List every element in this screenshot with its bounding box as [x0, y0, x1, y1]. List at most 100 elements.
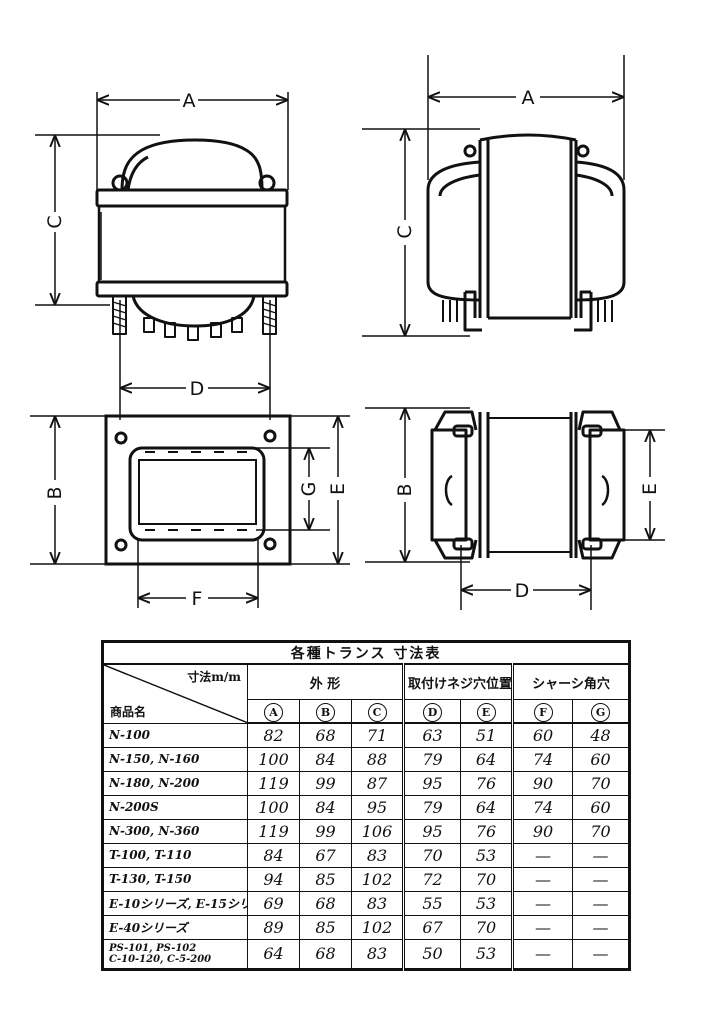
value-cell-a: 82: [247, 722, 300, 748]
value-cell-e: 53: [460, 890, 513, 916]
bottom-view-dimensions: [30, 415, 350, 608]
col-a-header: A: [247, 699, 300, 724]
value-cell-g: 60: [571, 746, 631, 772]
product-name-cell: N-180, N-200: [102, 770, 248, 796]
bottom-dim-b-label: B: [44, 486, 66, 499]
value-cell-c: 83: [351, 938, 404, 970]
value-cell-d: 95: [402, 770, 461, 796]
bottom-view: [104, 414, 292, 566]
product-name-cell: E-10シリーズ, E-15シリーズ: [102, 890, 248, 916]
value-cell-c: 83: [351, 890, 404, 916]
table-product-label: 商品名: [110, 704, 147, 719]
value-cell-d: 79: [402, 746, 461, 772]
group-mount-holes: 取付けネジ穴位置: [402, 663, 513, 700]
value-cell-d: 70: [402, 842, 461, 868]
value-cell-g: —: [571, 842, 631, 868]
value-cell-e: 70: [460, 914, 513, 940]
value-cell-b: 67: [299, 842, 352, 868]
value-cell-b: 68: [299, 722, 352, 748]
value-cell-e: 70: [460, 866, 513, 892]
value-cell-a: 64: [247, 938, 300, 970]
col-d-header: D: [402, 699, 461, 724]
value-cell-b: 99: [299, 770, 352, 796]
value-cell-f: —: [511, 914, 573, 940]
value-cell-f: —: [511, 866, 573, 892]
value-cell-f: 74: [511, 794, 573, 820]
bottom-dim-g-label: G: [298, 482, 320, 497]
value-cell-g: 70: [571, 818, 631, 844]
product-name-cell: T-100, T-110: [102, 842, 248, 868]
side-dim-a-label: A: [522, 87, 535, 109]
table-corner-header: 寸法m/m 商品名: [102, 663, 248, 724]
value-cell-c: 87: [351, 770, 404, 796]
value-cell-g: —: [571, 890, 631, 916]
value-cell-e: 53: [460, 842, 513, 868]
col-g-header: G: [571, 699, 631, 724]
value-cell-d: 72: [402, 866, 461, 892]
value-cell-e: 53: [460, 938, 513, 970]
group-outer-shape: 外 形: [247, 663, 404, 700]
value-cell-c: 83: [351, 842, 404, 868]
side-view-dimensions: [362, 55, 625, 337]
value-cell-c: 95: [351, 794, 404, 820]
col-f-header: F: [511, 699, 573, 724]
product-name-cell: E-40シリーズ: [102, 914, 248, 940]
bottom-dim-e-label: E: [327, 483, 349, 495]
product-name-cell: T-130, T-150: [102, 866, 248, 892]
value-cell-g: 48: [571, 722, 631, 748]
value-cell-c: 71: [351, 722, 404, 748]
value-cell-b: 84: [299, 794, 352, 820]
front-view: [95, 138, 289, 341]
product-name-line1: PS-101, PS-102: [109, 942, 197, 954]
value-cell-e: 64: [460, 746, 513, 772]
value-cell-f: —: [511, 938, 573, 970]
value-cell-d: 79: [402, 794, 461, 820]
side-view: [426, 133, 626, 332]
side-bottom-view-dimensions: [365, 407, 665, 610]
value-cell-e: 76: [460, 770, 513, 796]
value-cell-g: —: [571, 938, 631, 970]
dimension-table: 各種トランス 寸法表 寸法m/m 商品名 外 形 取付けネジ穴位置 シャーシ角穴…: [101, 640, 632, 971]
value-cell-f: —: [511, 890, 573, 916]
col-b-header: B: [299, 699, 352, 724]
side-bottom-dim-d-label: D: [515, 580, 530, 602]
group-chassis-hole: シャーシ角穴: [510, 663, 631, 700]
value-cell-f: 60: [511, 722, 573, 748]
value-cell-d: 55: [402, 890, 461, 916]
value-cell-b: 84: [299, 746, 352, 772]
front-dim-d-label: D: [190, 378, 205, 400]
value-cell-f: —: [511, 842, 573, 868]
value-cell-b: 99: [299, 818, 352, 844]
product-name-line2: C-10-120, C-5-200: [109, 953, 212, 965]
front-dim-a-label: A: [183, 90, 196, 112]
value-cell-a: 84: [247, 842, 300, 868]
value-cell-a: 69: [247, 890, 300, 916]
value-cell-b: 68: [299, 890, 352, 916]
value-cell-f: 74: [511, 746, 573, 772]
product-name-cell: N-100: [102, 722, 248, 748]
value-cell-g: 70: [571, 770, 631, 796]
value-cell-c: 106: [351, 818, 404, 844]
side-dim-c-label: C: [394, 225, 416, 238]
value-cell-e: 76: [460, 818, 513, 844]
side-bottom-dim-b-label: B: [394, 483, 416, 496]
side-bottom-view: [430, 410, 626, 560]
value-cell-e: 64: [460, 794, 513, 820]
transformer-drawings: A C D B G E F: [30, 55, 665, 610]
value-cell-g: 60: [571, 794, 631, 820]
table-title: 各種トランス 寸法表: [101, 641, 631, 665]
value-cell-a: 119: [247, 770, 300, 796]
value-cell-a: 89: [247, 914, 300, 940]
value-cell-f: 90: [511, 770, 573, 796]
value-cell-a: 119: [247, 818, 300, 844]
value-cell-d: 63: [402, 722, 461, 748]
value-cell-b: 85: [299, 914, 352, 940]
front-view-dimensions: [35, 92, 289, 420]
